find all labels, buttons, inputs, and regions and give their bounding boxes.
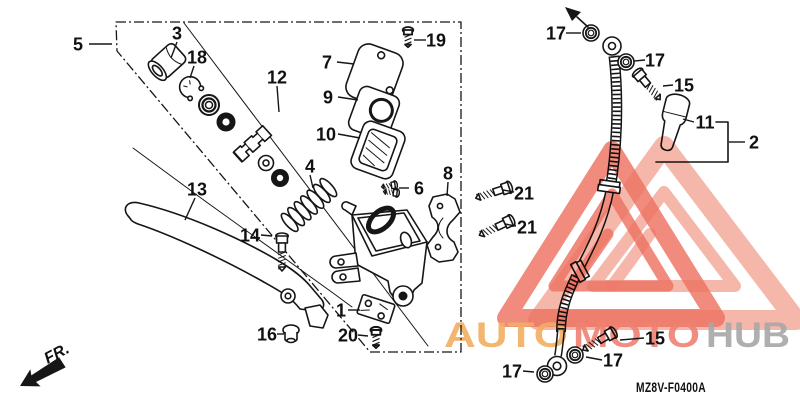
part-18-circlip <box>178 75 205 102</box>
fr-label: FR. <box>42 340 73 367</box>
watermark: AUTO MOTO HUB <box>444 136 800 355</box>
callouts-layer: 5318127199104682121131416120171715112171… <box>73 24 759 382</box>
callout-leader-10 <box>337 133 361 139</box>
up-direction-arrow <box>565 7 589 28</box>
part-20-bolt <box>369 325 383 349</box>
part-1-bracket <box>356 293 396 325</box>
part-ring <box>257 154 275 172</box>
callout-17: 17 <box>546 24 566 44</box>
watermark-logo-dark <box>497 141 725 327</box>
part-3-boot <box>147 42 187 82</box>
callout-leader-14 <box>260 234 273 237</box>
callout-leader-12 <box>276 85 280 113</box>
callout-leader-17 <box>522 370 535 373</box>
callout-17: 17 <box>645 51 665 71</box>
part-4-spring <box>280 177 338 233</box>
part-15-bolt-top <box>630 65 666 105</box>
part-16-pivot-cap <box>282 324 300 344</box>
callout-12: 12 <box>267 68 287 88</box>
callout-leader-11 <box>682 118 695 123</box>
part-12-piston <box>232 124 273 163</box>
diagram-code: MZ8V-F0400A <box>636 380 706 395</box>
watermark-word-hub: HUB <box>706 316 790 355</box>
part-19-screw <box>401 26 415 49</box>
callout-leader-18 <box>189 65 195 79</box>
callout-1: 1 <box>336 301 346 321</box>
watermark-word-moto: MOTO <box>573 316 700 355</box>
part-17-washer-top-left <box>582 24 600 42</box>
callout-8: 8 <box>443 164 453 184</box>
callout-leader-17 <box>585 356 603 361</box>
callout-5: 5 <box>73 35 83 55</box>
fr-direction-arrow <box>20 357 66 387</box>
callout-13: 13 <box>187 180 207 200</box>
callout-leader-20 <box>357 334 369 337</box>
callout-leader-3 <box>170 41 178 59</box>
callout-11: 11 <box>695 113 714 133</box>
part-21-bolt-upper <box>473 179 515 205</box>
part-10-diaphragm <box>350 120 406 180</box>
callout-9: 9 <box>323 88 333 108</box>
part-6-screws <box>380 179 401 199</box>
callout-leader-17 <box>633 59 646 62</box>
diagram-border <box>115 21 462 353</box>
callout-14: 14 <box>240 226 260 246</box>
part-primary-seal <box>216 112 236 132</box>
callout-leader-9 <box>337 96 359 101</box>
callout-18: 18 <box>187 48 207 68</box>
part-master-cylinder-body <box>329 201 428 307</box>
callout-4: 4 <box>305 157 315 177</box>
callout-leader-21 <box>502 189 515 193</box>
callout-2: 2 <box>749 133 759 153</box>
part-17-washer-bottom-left <box>536 365 554 383</box>
callout-6: 6 <box>414 179 424 199</box>
part-cup-seal <box>271 169 289 187</box>
callout-15: 15 <box>674 76 694 96</box>
callout-15: 15 <box>645 329 665 349</box>
callout-20: 20 <box>338 326 358 346</box>
callout-3: 3 <box>172 24 182 44</box>
callout-leader-15 <box>619 337 645 341</box>
callout-leader-13 <box>184 197 196 221</box>
callout-leader-4 <box>309 174 314 189</box>
group-2-bracket <box>655 121 729 163</box>
part-17-washer-top-right <box>617 53 635 71</box>
callout-7: 7 <box>322 53 332 73</box>
callout-leader-15 <box>662 84 674 87</box>
callout-19: 19 <box>426 31 446 51</box>
callout-leader-21 <box>504 223 517 227</box>
part-washer <box>197 93 221 117</box>
callout-17: 17 <box>603 351 623 371</box>
callout-leader-8 <box>446 181 449 197</box>
part-8-clamp <box>426 193 461 263</box>
callout-17: 17 <box>502 362 522 382</box>
watermark-word-auto: AUTO <box>444 316 568 355</box>
callout-21: 21 <box>514 184 534 204</box>
watermark-text: AUTO MOTO HUB <box>444 316 790 355</box>
callout-leader-7 <box>336 61 355 65</box>
callout-16: 16 <box>257 325 277 345</box>
callout-10: 10 <box>316 125 336 145</box>
part-13-lever <box>124 201 329 329</box>
group-band-lines <box>132 22 429 347</box>
callout-21: 21 <box>517 218 537 238</box>
part-21-bolt-lower <box>475 212 518 242</box>
